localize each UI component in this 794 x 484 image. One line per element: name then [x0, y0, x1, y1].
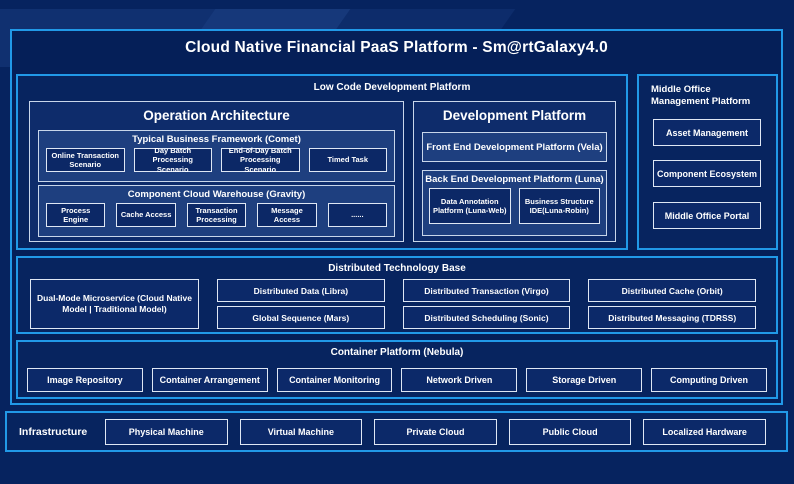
container-platform-section: Container Platform (Nebula) Image Reposi…	[16, 340, 778, 399]
luna-item-data-annotation-platform: Data Annotation Platform (Luna-Web)	[429, 188, 511, 224]
distributed-item-scheduling-sonic: Distributed Scheduling (Sonic)	[402, 306, 571, 329]
development-platform-title: Development Platform	[442, 108, 587, 123]
luna-items-row: Data Annotation Platform (Luna-Web) Busi…	[423, 185, 606, 224]
infrastructure-item-physical-machine: Physical Machine	[105, 418, 228, 445]
gravity-item-message-access: Message Access	[257, 203, 317, 227]
infrastructure-item-virtual-machine: Virtual Machine	[239, 418, 363, 445]
middle-office-management-platform-section: Middle Office Management Platform Asset …	[637, 74, 778, 250]
distributed-column-1: Distributed Data (Libra) Global Sequence…	[217, 279, 385, 329]
comet-item-online-transaction: Online Transaction Scenario	[46, 148, 125, 172]
infrastructure-section: Infrastructure Physical Machine Virtual …	[5, 411, 788, 452]
gravity-items-row: Process Engine Cache Access Transaction …	[39, 200, 394, 227]
infrastructure-item-localized-hardware: Localized Hardware	[643, 418, 766, 445]
container-platform-label: Container Platform (Nebula)	[330, 347, 464, 358]
distributed-item-messaging-tdrss: Distributed Messaging (TDRSS)	[588, 306, 757, 329]
development-platform-panel: Development Platform Front End Developme…	[413, 101, 616, 242]
component-cloud-warehouse-label: Component Cloud Warehouse (Gravity)	[127, 189, 306, 200]
back-end-platform-luna-label: Back End Development Platform (Luna)	[425, 174, 604, 185]
container-item-container-arrangement: Container Arrangement	[151, 368, 268, 392]
distributed-item-transaction-virgo: Distributed Transaction (Virgo)	[402, 279, 571, 302]
gravity-item-transaction-processing: Transaction Processing	[186, 203, 247, 227]
operation-architecture-title: Operation Architecture	[143, 108, 290, 123]
page-title: Cloud Native Financial PaaS Platform - S…	[185, 39, 608, 56]
gravity-item-process-engine: Process Engine	[46, 203, 106, 227]
comet-item-timed-task: Timed Task	[308, 148, 387, 172]
comet-item-day-batch: Day Batch Processing Scenario	[133, 146, 212, 174]
container-item-container-monitoring: Container Monitoring	[276, 368, 393, 392]
typical-business-framework-label: Typical Business Framework (Comet)	[132, 134, 301, 145]
luna-item-business-structure-ide: Business Structure IDE(Luna-Robin)	[518, 188, 600, 224]
container-item-storage-driven: Storage Driven	[526, 368, 643, 392]
distributed-item-data-libra: Distributed Data (Libra)	[217, 279, 385, 302]
middle-office-management-platform-label: Middle Office Management Platform	[651, 84, 751, 108]
middle-office-item-asset-management: Asset Management	[653, 119, 761, 146]
container-platform-row: Image Repository Container Arrangement C…	[27, 368, 767, 392]
infrastructure-item-public-cloud: Public Cloud	[508, 418, 632, 445]
distributed-technology-base-section: Distributed Technology Base Dual-Mode Mi…	[16, 256, 778, 334]
container-item-image-repository: Image Repository	[27, 368, 143, 392]
operation-architecture-panel: Operation Architecture Typical Business …	[29, 101, 404, 242]
back-end-platform-luna-panel: Back End Development Platform (Luna) Dat…	[422, 170, 607, 236]
middle-office-item-component-ecosystem: Component Ecosystem	[653, 160, 761, 187]
distributed-item-global-sequence-mars: Global Sequence (Mars)	[217, 306, 385, 329]
dual-mode-microservice-box: Dual-Mode Microservice (Cloud Native Mod…	[30, 279, 199, 329]
distributed-column-2: Distributed Transaction (Virgo) Distribu…	[402, 279, 571, 329]
distributed-item-cache-orbit: Distributed Cache (Orbit)	[588, 279, 757, 302]
gravity-item-ellipsis: ......	[327, 203, 388, 227]
distributed-column-3: Distributed Cache (Orbit) Distributed Me…	[588, 279, 757, 329]
low-code-development-platform-label: Low Code Development Platform	[313, 82, 471, 93]
middle-office-item-middle-office-portal: Middle Office Portal	[653, 202, 761, 229]
container-item-computing-driven: Computing Driven	[651, 368, 767, 392]
front-end-platform-vela-box: Front End Development Platform (Vela)	[422, 132, 607, 162]
low-code-development-platform-section: Low Code Development Platform Operation …	[16, 74, 628, 250]
infrastructure-label: Infrastructure	[19, 425, 88, 438]
container-item-network-driven: Network Driven	[401, 368, 518, 392]
component-cloud-warehouse-panel: Component Cloud Warehouse (Gravity) Proc…	[38, 185, 395, 237]
distributed-technology-base-row: Dual-Mode Microservice (Cloud Native Mod…	[30, 279, 757, 329]
comet-items-row: Online Transaction Scenario Day Batch Pr…	[39, 145, 394, 174]
distributed-technology-base-label: Distributed Technology Base	[328, 263, 466, 274]
infrastructure-item-private-cloud: Private Cloud	[374, 418, 497, 445]
comet-item-end-of-day-batch: End-of-Day Batch Processing Scenario	[221, 146, 300, 174]
typical-business-framework-panel: Typical Business Framework (Comet) Onlin…	[38, 130, 395, 182]
gravity-item-cache-access: Cache Access	[116, 203, 176, 227]
